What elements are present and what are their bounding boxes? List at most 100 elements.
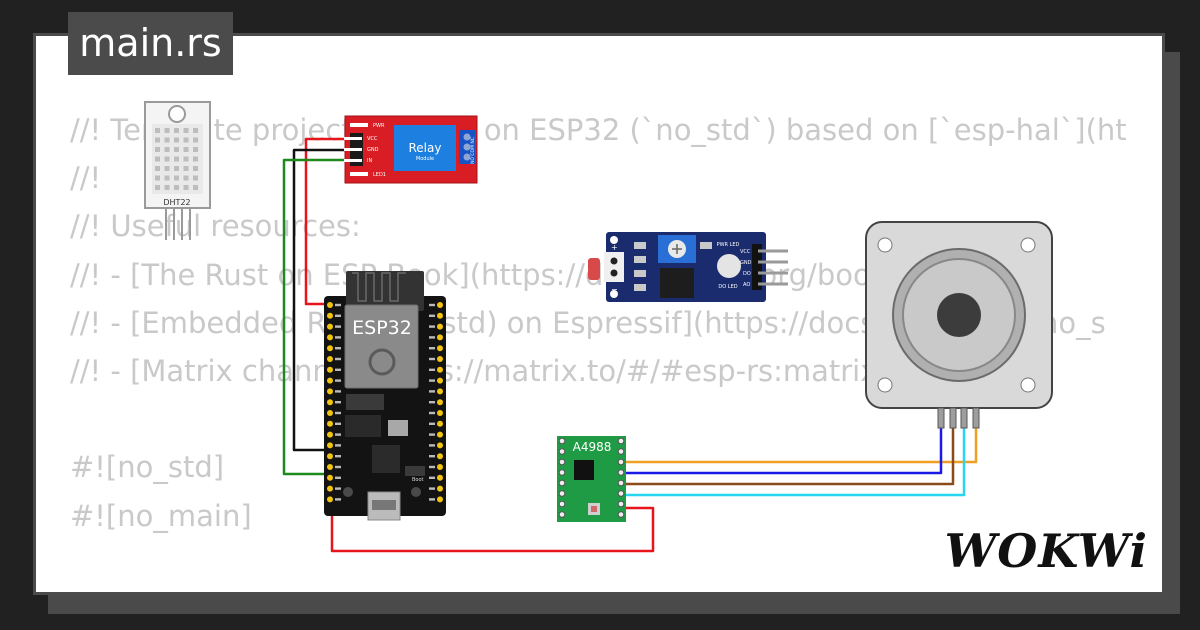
esp32-pin[interactable] [327,388,333,395]
esp32-pin[interactable] [327,442,333,449]
esp32-pin[interactable] [437,345,443,352]
a4988-pins [558,437,625,518]
dht22-vent [174,185,179,190]
esp32-pin[interactable] [327,345,333,352]
dht22-vent [155,128,160,133]
esp32-pin[interactable] [327,496,333,503]
esp32-pin[interactable] [437,312,443,319]
wire-cyan-coil[interactable] [620,428,966,497]
esp32-pin[interactable] [437,377,443,384]
wokwi-logo: WOKWi [945,524,1148,578]
dht22-vent [183,137,189,143]
esp32-pin-label [335,325,341,328]
esp32-pin[interactable] [437,431,443,438]
code-line: #![no_main] [70,498,252,533]
esp32-pin[interactable] [437,366,443,373]
dht22-vent [183,128,189,133]
wire-brown-coil[interactable] [620,428,955,486]
dht22-vent [155,175,160,181]
relay-title: Relay [409,141,442,155]
esp32-pin-label [429,498,435,501]
ldr-pin-plus: + [611,243,618,252]
a4988-driver[interactable]: A4988 [557,436,626,522]
esp32-pin[interactable] [437,388,443,395]
a4988-pin[interactable] [558,490,566,497]
esp32-pin-label [429,422,435,425]
a4988-pin[interactable] [617,437,625,445]
a4988-pin[interactable] [617,448,625,455]
a4988-pin[interactable] [558,511,566,518]
a4988-pin[interactable] [617,458,625,466]
esp32-pin[interactable] [327,485,333,492]
dht22-vent [155,147,160,152]
esp32-pin-label [335,314,341,317]
esp32-pin[interactable] [437,474,443,481]
wire-black-relay-gnd[interactable] [292,148,347,452]
wire-red-driver[interactable] [330,480,655,553]
esp32-pin[interactable] [327,464,333,470]
wire-orange-coil[interactable] [620,428,978,464]
dht22-pins [165,208,191,240]
esp32-pin[interactable] [327,399,333,406]
wire-blue-coil[interactable] [620,428,943,475]
esp32-pin[interactable] [327,356,333,362]
esp32-pin[interactable] [327,453,333,460]
esp32-pin[interactable] [437,485,443,492]
esp32-pin[interactable] [437,410,443,416]
a4988-pin[interactable] [558,469,566,476]
dht22-vent [193,147,198,152]
file-tab[interactable]: main.rs [68,12,233,75]
dht22-label: DHT22 [163,198,190,207]
dht22-vent [183,185,189,190]
dht22-sensor[interactable]: DHT22 [144,101,211,240]
a4988-pin[interactable] [617,500,625,508]
esp32-pin[interactable] [437,399,443,406]
esp32-pin[interactable] [437,496,443,503]
esp32-pin-label [429,390,435,393]
stepper-motor[interactable] [865,221,1053,429]
esp32-pin-label [429,347,435,350]
esp32-pin[interactable] [327,312,333,319]
esp32-pin[interactable] [327,474,333,481]
relay-pin-gnd: GND [367,147,379,153]
esp32-pin-label [335,433,341,436]
esp32-pin[interactable] [327,366,333,373]
esp32-pin[interactable] [437,420,443,427]
esp32-pin[interactable] [327,431,333,438]
wire-green-relay-in[interactable] [282,158,347,476]
esp32-pin[interactable] [327,410,333,416]
dht22-vent [174,166,179,171]
esp32-pin-label [429,411,435,415]
dht22-vent [164,128,170,133]
dht22-vent [183,147,189,152]
a4988-pin[interactable] [617,490,625,497]
esp32-board[interactable]: ESP32 Boot [324,271,446,521]
a4988-pin[interactable] [617,511,625,518]
esp32-pin-label [335,455,341,458]
esp32-pin[interactable] [327,323,333,330]
a4988-pin[interactable] [617,479,625,487]
dht22-vent [164,166,170,171]
wire-red-relay-vcc[interactable] [304,137,347,306]
dht22-vent [193,166,198,171]
dht22-vent [183,175,189,181]
a4988-pin[interactable] [617,469,625,476]
esp32-pin[interactable] [437,334,443,341]
esp32-pin[interactable] [327,420,333,427]
a4988-pin[interactable] [558,500,566,508]
esp32-pin[interactable] [437,356,443,362]
esp32-pin[interactable] [437,464,443,470]
esp32-pin[interactable] [327,377,333,384]
a4988-pin[interactable] [558,448,566,455]
esp32-pin[interactable] [327,334,333,341]
esp32-pin[interactable] [437,442,443,449]
relay-module[interactable]: Relay Module NO COM NC PWR LED1 VCC GND … [344,115,478,184]
esp32-pin[interactable] [437,453,443,460]
esp32-pin[interactable] [327,302,333,308]
esp32-pin[interactable] [437,302,443,308]
a4988-pin[interactable] [558,479,566,487]
esp32-pin[interactable] [437,323,443,330]
a4988-pin[interactable] [558,437,566,445]
photoresistor-module[interactable]: + − PWR LED DO LED VCC GND DO AO [588,232,788,302]
a4988-pin[interactable] [558,458,566,466]
